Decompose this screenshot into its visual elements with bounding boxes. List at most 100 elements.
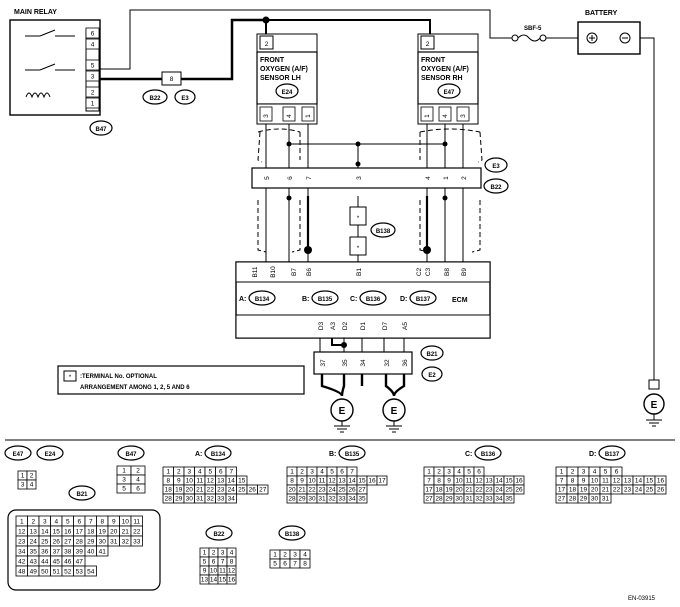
connector-pin: 29 — [87, 539, 95, 546]
connector-pin: 27 — [259, 487, 267, 494]
connector-pin: 15 — [505, 478, 513, 485]
connector-pin: 49 — [30, 569, 38, 576]
connector-pin: 4 — [230, 550, 234, 557]
connector-ref: B138 — [285, 532, 300, 538]
legend-line2: ARRANGEMENT AMONG 1, 2, 5 AND 6 — [80, 385, 190, 391]
connector-pin: 5 — [66, 519, 70, 526]
connector-pin: 10 — [122, 519, 130, 526]
ground-symbol-1-label: E — [339, 406, 346, 417]
connector-pin: 14 — [210, 577, 218, 584]
connector-pin: 7 — [221, 559, 225, 566]
connector-pin: 48 — [18, 569, 26, 576]
connector-pin: 35 — [358, 496, 366, 503]
connector-pin: 4 — [457, 469, 461, 476]
sensor-rh-ref: E47 — [444, 90, 455, 96]
connector-pin: 1 — [427, 469, 431, 476]
connector-pin: 10 — [186, 478, 194, 485]
connector-pin: 33 — [485, 496, 493, 503]
connector-pin: 10 — [591, 478, 599, 485]
connector-ref: B136 — [481, 452, 496, 458]
connector-pin: 44 — [41, 559, 49, 566]
connector-pin: 6 — [615, 469, 619, 476]
connector-pin: 4 — [320, 469, 324, 476]
connector-pin: 7 — [293, 561, 297, 568]
connector-ref: B21 — [76, 492, 88, 498]
connector-pin: 31 — [318, 496, 326, 503]
connector-pin: 6 — [340, 469, 344, 476]
connector-pin: 7 — [229, 469, 233, 476]
connector-pin: 2 — [437, 469, 441, 476]
ground-pin: 34 — [360, 359, 367, 367]
relay-connector-pin: 8 — [170, 76, 174, 83]
sensor-rh-line2: OXYGEN (A/F) — [421, 66, 469, 73]
relay-pin: 3 — [91, 74, 95, 81]
b138-star-1: * — [357, 215, 360, 222]
connector-pin: 9 — [300, 478, 304, 485]
connector-pin: 22 — [613, 487, 621, 494]
connector-pin: 39 — [76, 549, 84, 556]
connector-pin: 3 — [221, 550, 225, 557]
sensor-wires — [265, 124, 464, 262]
connector-pin: 2 — [212, 550, 216, 557]
connector-pin: 32 — [475, 496, 483, 503]
connector-pin: 13 — [624, 478, 632, 485]
sensor_rh-pin: 1 — [424, 114, 431, 118]
ecm-conn-prefix: A: — [239, 296, 246, 303]
connector-pin: 18 — [165, 487, 173, 494]
connector-pin: 14 — [348, 478, 356, 485]
connector-pin: 11 — [196, 478, 203, 485]
sensor_rh-pin: 3 — [460, 114, 467, 118]
sensor_lh-pin: 1 — [305, 114, 312, 118]
connector-pin: 1 — [21, 473, 25, 480]
connector-pin: 40 — [87, 549, 95, 556]
sensor_lh-pin: 3 — [263, 114, 270, 118]
connector-pin: 26 — [53, 539, 61, 546]
ecm-conn-ref: B136 — [366, 297, 381, 303]
connector-pin: 28 — [288, 496, 296, 503]
connector-pin: 1 — [166, 469, 170, 476]
connector-pin: 7 — [560, 478, 564, 485]
connector-pin: 11 — [219, 568, 226, 575]
connector-pin: 21 — [465, 487, 473, 494]
connector-pin: 41 — [99, 549, 107, 556]
connector-pin: 8 — [571, 478, 575, 485]
connector-pin: 8 — [290, 478, 294, 485]
connector-pin: 22 — [133, 529, 141, 536]
joint-ref-1: E3 — [492, 164, 500, 170]
connector-pin: 5 — [330, 469, 334, 476]
connector-prefix: B: — [329, 451, 336, 458]
connector-ref: B135 — [345, 452, 360, 458]
connector-pin: 21 — [122, 529, 130, 536]
connector-pin: 29 — [175, 496, 183, 503]
connector-pin: 3 — [582, 469, 586, 476]
ground-pin: 36 — [402, 359, 409, 367]
connector-pin: 54 — [87, 569, 95, 576]
connector-pin: 20 — [455, 487, 463, 494]
connector-pin: 21 — [602, 487, 610, 494]
connector-pin: 12 — [228, 568, 236, 575]
connector-pin: 1 — [20, 519, 24, 526]
connector-pin: 34 — [228, 496, 236, 503]
connector-prefix: A: — [195, 451, 202, 458]
connector-pin: 16 — [515, 478, 523, 485]
connector-pin: 18 — [569, 487, 577, 494]
connector-pin: 17 — [558, 487, 566, 494]
ground-ref-2: E2 — [428, 373, 436, 379]
connector-pin: 23 — [18, 539, 26, 546]
connector-pin: 7 — [89, 519, 93, 526]
connector-pin: 12 — [328, 478, 336, 485]
ecm-top-pin: C2 — [416, 267, 423, 276]
relay-ref: B47 — [95, 127, 107, 133]
ecm-top-pin: B7 — [291, 268, 298, 276]
connector-pin: 32 — [328, 496, 336, 503]
connector-pin: 19 — [580, 487, 588, 494]
connector-pin: 46 — [64, 559, 72, 566]
connector-pin: 15 — [646, 478, 654, 485]
main-relay-title: MAIN RELAY — [14, 9, 57, 16]
connector-pin: 22 — [475, 487, 483, 494]
relay-connector: 8 B22 E3 — [142, 71, 196, 105]
